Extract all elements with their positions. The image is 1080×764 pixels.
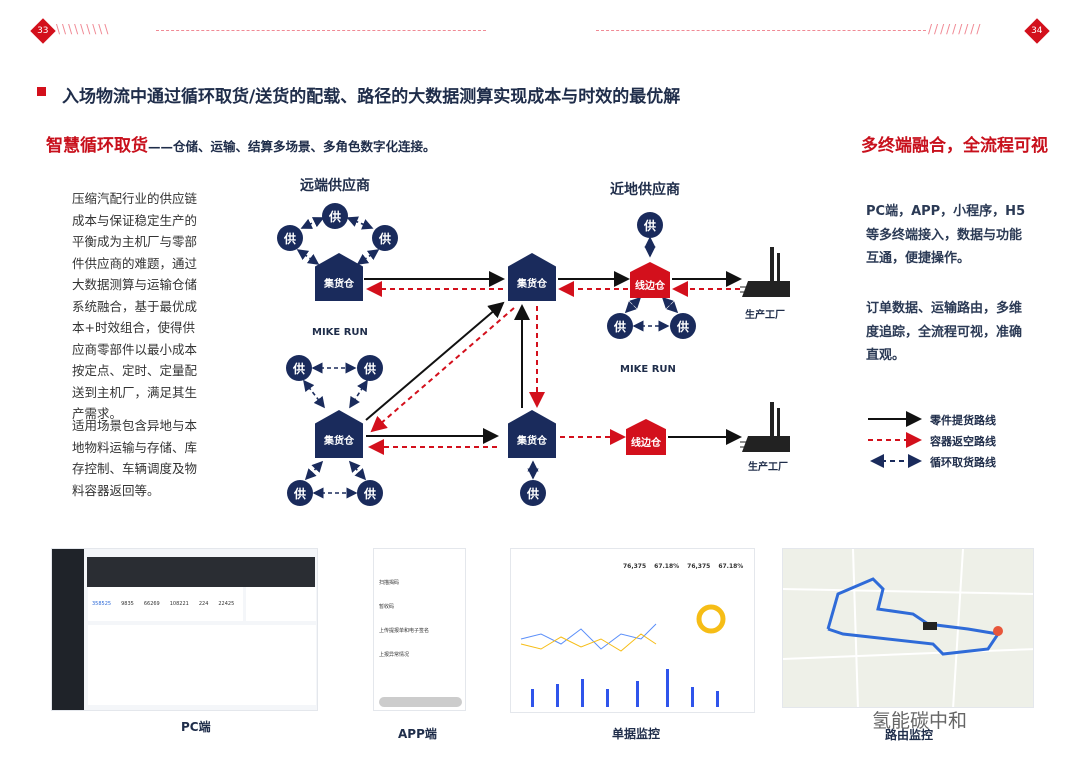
legend-return: 容器返空路线 (930, 435, 996, 448)
legend-pickup: 零件提货路线 (930, 414, 996, 427)
supplier-node: 供 (520, 480, 546, 506)
near-supplier-label: 近地供应商 (610, 182, 680, 198)
page-title: 入场物流中通过循环取货/送货的配载、路径的大数据测算实现成本与时效的最优解 (62, 87, 681, 107)
supplier-node: 供 (322, 203, 348, 229)
supplier-node: 供 (372, 225, 398, 251)
title-bullet (37, 87, 46, 96)
supplier-node: 供 (277, 225, 303, 251)
right-heading: 多终端融合，全流程可视 (861, 136, 1048, 156)
route-map-screenshot (782, 548, 1034, 708)
app-item: 上报异常情况 (379, 652, 410, 658)
header-decoration: ///////// (928, 22, 983, 36)
far-supplier-label: 远端供应商 (300, 178, 370, 194)
supplier-node: 供 (670, 313, 696, 339)
description-paragraph: 压缩汽配行业的供应链成本与保证稳定生产的平衡成为主机厂与零部件供应商的难题，通过… (72, 191, 198, 421)
mike-run-label: MIKE RUN (312, 327, 368, 338)
header-divider (596, 30, 926, 31)
left-heading: 智慧循环取货——仓储、运输、结算多场景、多角色数字化连接。 (46, 136, 436, 156)
pc-stat: 9835 (121, 601, 134, 607)
factory-label: 生产工厂 (748, 462, 788, 473)
pc-caption: PC端 (181, 720, 211, 734)
pc-stat: 66269 (143, 601, 160, 607)
dash-stat: 76,375 (687, 563, 711, 570)
app-item: 扫描揭码 (379, 580, 400, 586)
multi-terminal-paragraph: PC端，APP，小程序，H5等多终端接入，数据与功能互通，便捷操作。 (866, 204, 1026, 266)
legend-loop: 循环取货路线 (930, 456, 996, 469)
mike-run-label: MIKE RUN (620, 364, 676, 375)
pc-stat: 22425 (218, 601, 235, 607)
factory-icon (740, 247, 790, 297)
visibility-paragraph: 订单数据、运输路由，多维度追踪，全流程可视，准确直观。 (866, 301, 1023, 363)
factory-label: 生产工厂 (745, 310, 785, 321)
scenario-paragraph: 适用场景包含异地与本地物料运输与存储、库存控制、车辆调度及物料容器返回等。 (72, 418, 198, 498)
document-monitor-caption: 单据监控 (612, 727, 661, 741)
dash-stat: 67.18% (654, 563, 680, 570)
supplier-node: 供 (357, 480, 383, 506)
supplier-node: 供 (286, 355, 312, 381)
watermark: 氢能碳中和 (872, 710, 968, 732)
header-decoration: \\\\\\\\\ (56, 22, 111, 36)
supplier-node: 供 (607, 313, 633, 339)
supplier-node: 供 (287, 480, 313, 506)
app-caption: APP端 (398, 727, 437, 741)
factory-icon (740, 402, 790, 452)
header-divider (156, 30, 486, 31)
route-monitor-caption: 路由监控 (885, 728, 934, 742)
app-item: 上传提报单和电子签名 (379, 628, 430, 634)
pc-screenshot: 358525 9835 66269 108221 224 22425 (51, 548, 318, 711)
pc-stat: 358525 (92, 601, 112, 607)
app-item: 暂收码 (379, 604, 395, 610)
app-screenshot: 扫描揭码暂收码上传提报单和电子签名上报异常情况 (373, 548, 466, 711)
document-monitor-screenshot: 76,375 67.18% 76,375 67.18% (510, 548, 755, 713)
dash-stat: 76,375 (623, 563, 647, 570)
pc-stat: 224 (198, 601, 209, 607)
pc-stat: 108221 (169, 601, 189, 607)
dash-stat: 67.18% (718, 563, 744, 570)
supplier-node: 供 (357, 355, 383, 381)
supplier-node: 供 (637, 212, 663, 238)
